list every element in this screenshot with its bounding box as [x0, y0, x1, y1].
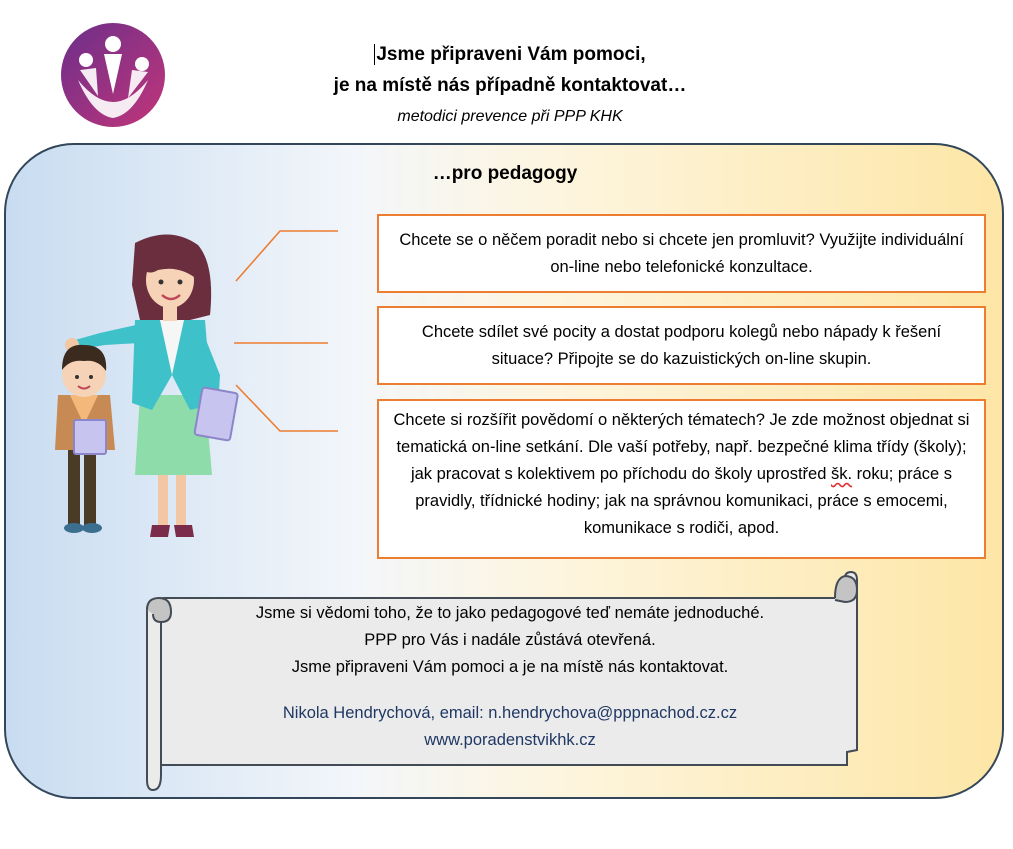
- page-title-line2: je na místě nás případně kontaktovat…: [333, 75, 687, 96]
- scroll-message: Jsme si vědomi toho, že to jako pedagogo…: [255, 604, 765, 676]
- page-subtitle: metodici prevence při PPP KHK: [397, 108, 623, 125]
- info-box-consultations: Chcete se o něčem poradit nebo si chcete…: [377, 214, 986, 293]
- scroll-banner: [146, 570, 859, 792]
- info-box-thematic-meetings: Chcete si rozšířit povědomí o některých …: [377, 399, 986, 559]
- contact-email[interactable]: Nikola Hendrychová, email: n.hendrychova…: [282, 704, 738, 722]
- connector-lines: [234, 230, 338, 432]
- page-title-line1: Jsme připraveni Vám pomoci,: [374, 44, 646, 65]
- ppp-logo-icon: [61, 23, 165, 127]
- info-box-case-groups: Chcete sdílet své pocity a dostat podpor…: [377, 306, 986, 385]
- website-link[interactable]: www.poradenstvikhk.cz: [424, 731, 596, 749]
- spellcheck-marked-word: šk.: [830, 465, 853, 483]
- teacher-and-pupil-illustration: [55, 234, 239, 537]
- section-title: …pro pedagogy: [432, 163, 578, 184]
- contact-info: Nikola Hendrychová, email: n.hendrychova…: [180, 700, 840, 754]
